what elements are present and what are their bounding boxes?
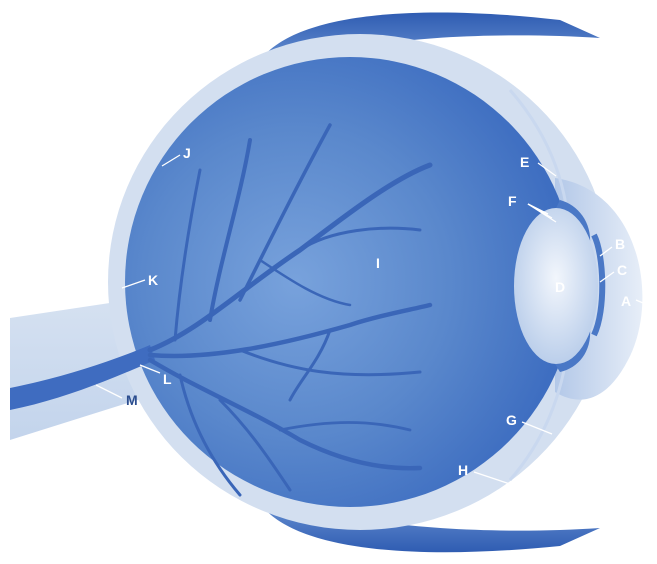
vitreous-globe	[125, 57, 575, 507]
label-b: B	[615, 236, 625, 252]
label-e: E	[520, 154, 529, 170]
label-k: K	[148, 272, 158, 288]
label-g: G	[506, 412, 517, 428]
label-j: J	[183, 145, 191, 161]
label-l: L	[163, 371, 172, 387]
label-c: C	[617, 262, 627, 278]
label-m: M	[126, 392, 138, 408]
label-h: H	[458, 462, 468, 478]
label-i: I	[376, 255, 380, 271]
label-d: D	[555, 279, 565, 295]
label-a: A	[621, 293, 631, 309]
label-f: F	[508, 193, 517, 209]
